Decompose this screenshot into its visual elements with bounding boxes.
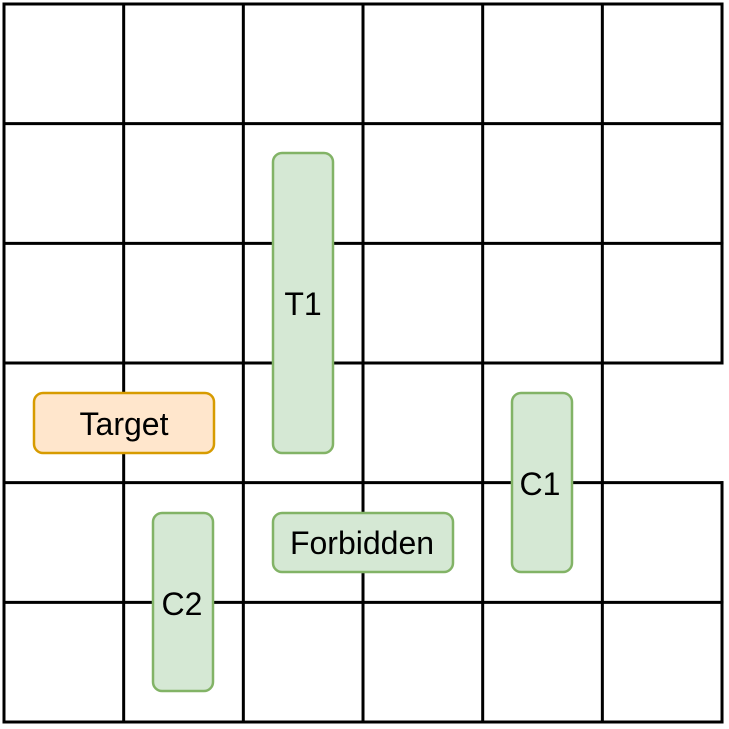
block-t1-body[interactable] [271,151,335,455]
block-forbidden[interactable]: Forbidden [271,511,455,574]
block-forbidden-label: Forbidden [290,525,434,561]
block-target-label: Target [80,406,169,442]
block-forbidden-body[interactable] [271,511,455,574]
block-t1-label: T1 [284,286,321,322]
block-c2-body[interactable] [151,511,215,693]
block-target[interactable]: Target [32,391,216,455]
block-c2[interactable]: C2 [151,511,215,693]
block-c1-label: C1 [520,466,561,502]
block-c1-body[interactable] [510,391,574,574]
block-t1[interactable]: T1 [271,151,335,455]
block-c1[interactable]: C1 [510,391,574,574]
block-target-body[interactable] [32,391,216,455]
block-c2-label: C2 [162,586,203,622]
